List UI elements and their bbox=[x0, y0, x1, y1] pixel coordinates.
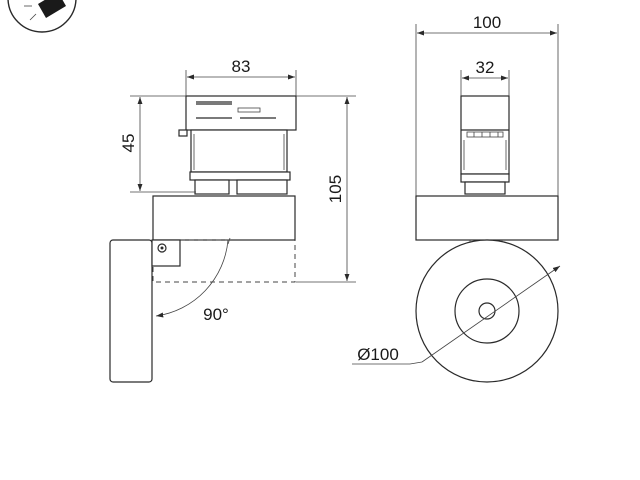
dim-diameter-100: Ø100 bbox=[357, 345, 399, 364]
dim-width-32: 32 bbox=[476, 58, 495, 77]
light-beam-icon bbox=[7, 0, 77, 33]
dim-height-45: 45 bbox=[119, 134, 138, 153]
front-lamp-outer bbox=[415, 239, 559, 383]
front-lamp-reflector bbox=[454, 278, 520, 344]
front-dimensions: 100 32 Ø100 bbox=[352, 13, 561, 365]
dim-height-105: 105 bbox=[326, 175, 345, 203]
dim-width-100: 100 bbox=[473, 13, 501, 32]
side-lamp-body bbox=[109, 239, 153, 383]
side-adapter-body bbox=[190, 129, 288, 173]
dim-width-83: 83 bbox=[232, 57, 251, 76]
front-adapter bbox=[460, 95, 510, 175]
side-dimensions: 83 45 105 90° bbox=[119, 57, 356, 324]
front-base bbox=[415, 195, 559, 241]
dim-angle-90: 90° bbox=[203, 305, 229, 324]
side-view bbox=[109, 95, 297, 383]
side-adapter-top bbox=[185, 95, 297, 131]
front-view bbox=[415, 95, 559, 383]
side-base bbox=[152, 195, 296, 241]
